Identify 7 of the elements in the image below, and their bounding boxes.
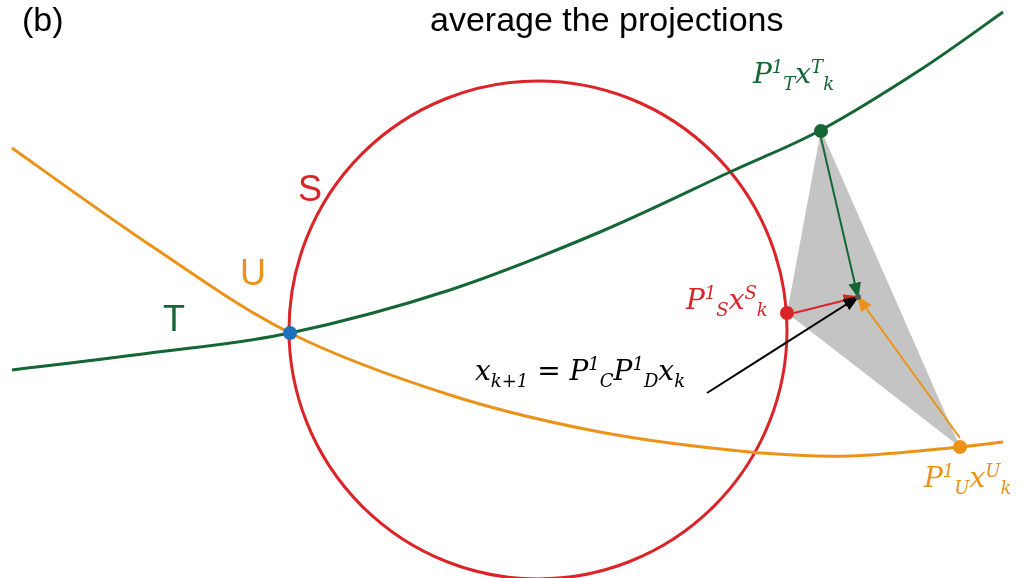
curve-label: T <box>163 298 185 340</box>
average-point <box>855 294 861 300</box>
math-label: x$_{k+1}$ = P$^{1}$$_{C}$P$^{1}$$_{D}$x$_{k}$ <box>475 355 686 390</box>
curve-label: S <box>298 168 322 210</box>
curve-label: U <box>240 252 266 294</box>
panel-label: (b) <box>22 0 64 39</box>
title: average the projections <box>430 0 784 39</box>
